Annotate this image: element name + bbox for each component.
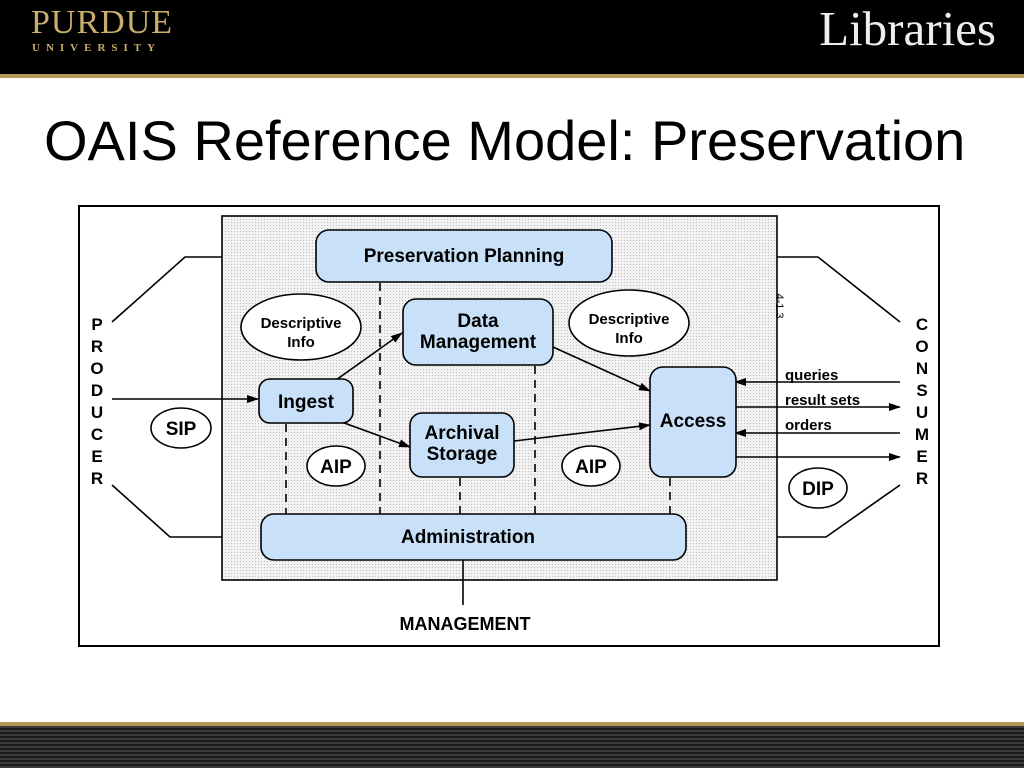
- descriptive-info-right-label-1: Descriptive: [589, 311, 670, 328]
- figure-id-label: 4-1.3: [773, 293, 785, 318]
- archival-storage-label-2: Storage: [427, 444, 498, 465]
- consumer-letter: S: [916, 381, 927, 400]
- logo-sub: UNIVERSITY: [32, 42, 162, 54]
- consumer-letter: M: [915, 425, 929, 444]
- queries-label: queries: [785, 367, 838, 384]
- header-stripe: [0, 74, 1024, 78]
- producer-letter: R: [91, 469, 103, 488]
- dashed-links: [285, 283, 671, 514]
- libraries-wordmark: Libraries: [819, 1, 996, 56]
- consumer-letter: O: [915, 337, 928, 356]
- access-label: Access: [660, 411, 727, 432]
- preservation-planning-box: [315, 229, 613, 283]
- producer-letter: P: [91, 315, 102, 334]
- result-sets-label: result sets: [785, 392, 860, 409]
- page-title: OAIS Reference Model: Preservation: [44, 109, 966, 172]
- orders-label: orders: [785, 417, 832, 434]
- diagram-svg: Preservation Planning Data Management In…: [90, 215, 929, 634]
- producer-letter: R: [91, 337, 103, 356]
- descriptive-info-right-ellipse: [568, 289, 690, 357]
- archival-storage-box: [409, 412, 515, 478]
- aip-right-label: AIP: [575, 457, 607, 478]
- producer-letter: C: [91, 425, 103, 444]
- descriptive-info-left-label-1: Descriptive: [261, 315, 342, 332]
- ingest-label: Ingest: [278, 392, 335, 413]
- data-management-box: [402, 298, 554, 366]
- access-box: [649, 366, 737, 478]
- purdue-logo: PURDUE UNIVERSITY: [31, 4, 191, 54]
- sip-label: SIP: [166, 419, 197, 440]
- consumer-letter: N: [916, 359, 928, 378]
- descriptive-info-left-label-2: Info: [287, 334, 315, 351]
- producer-letter: E: [91, 447, 102, 466]
- producer-label: P R O D U C E R: [90, 315, 103, 488]
- aip-left-label: AIP: [320, 457, 352, 478]
- consumer-label: C O N S U M E R: [915, 315, 929, 488]
- descriptive-info-left-ellipse: [240, 293, 362, 361]
- administration-label: Administration: [401, 527, 535, 548]
- administration-box: [260, 513, 687, 561]
- logo-main: PURDUE: [31, 4, 174, 41]
- footer-bar: [0, 726, 1024, 768]
- producer-letter: D: [91, 381, 103, 400]
- ingest-box: [258, 378, 354, 424]
- producer-letter: U: [91, 403, 103, 422]
- management-label: MANAGEMENT: [400, 614, 531, 634]
- consumer-letter: U: [916, 403, 928, 422]
- sip-ellipse: [150, 407, 212, 449]
- oais-diagram: Preservation Planning Data Management In…: [78, 205, 940, 647]
- archival-storage-label-1: Archival: [425, 423, 500, 444]
- descriptive-info-right-label-2: Info: [615, 330, 643, 347]
- consumer-letter: E: [916, 447, 927, 466]
- flow-arrows: [112, 332, 901, 461]
- consumer-letter: C: [916, 315, 928, 334]
- dip-label: DIP: [802, 479, 834, 500]
- footer-stripe: [0, 722, 1024, 726]
- consumer-letter: R: [916, 469, 928, 488]
- aip-left-ellipse: [306, 445, 366, 487]
- data-management-label-1: Data: [457, 311, 499, 332]
- header-bar: PURDUE UNIVERSITY Libraries: [0, 0, 1024, 74]
- dip-ellipse: [788, 467, 848, 509]
- data-management-label-2: Management: [420, 332, 537, 353]
- preservation-planning-label: Preservation Planning: [364, 246, 565, 267]
- producer-letter: O: [90, 359, 103, 378]
- aip-right-ellipse: [561, 445, 621, 487]
